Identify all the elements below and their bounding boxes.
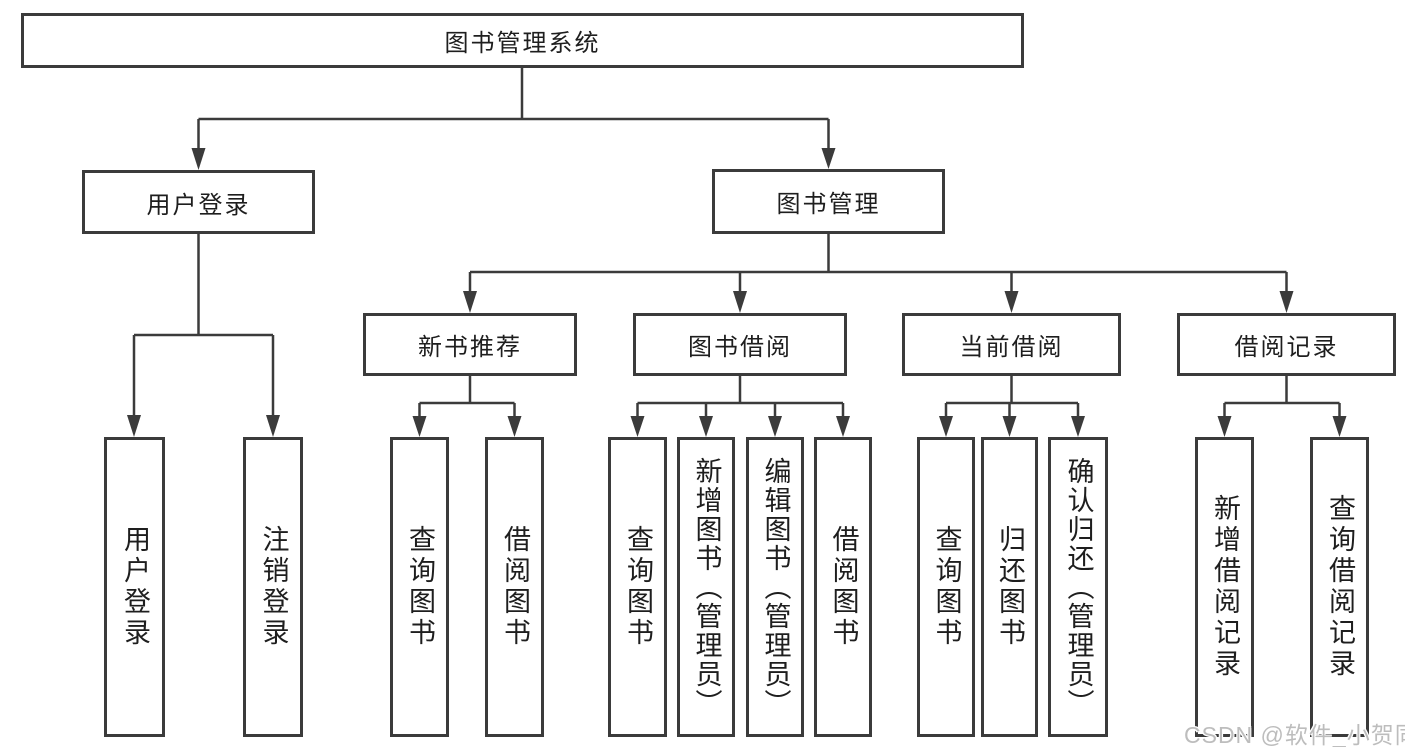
leaf-confirm-return-admin-label: 确认归还（管理员） bbox=[1063, 456, 1094, 718]
node-book-management-label: 图书管理 bbox=[776, 191, 881, 218]
leaf-logout: 注销登录 bbox=[243, 437, 303, 737]
node-current-borrowing: 当前借阅 bbox=[902, 313, 1121, 376]
leaf-query-books-current-label: 查询图书 bbox=[931, 525, 962, 649]
leaf-add-books-admin: 新增图书（管理员） bbox=[677, 437, 735, 737]
leaf-query-borrow-record-label: 查询借阅记录 bbox=[1325, 494, 1355, 680]
leaf-query-books-recommend-label: 查询图书 bbox=[405, 525, 435, 649]
node-book-management: 图书管理 bbox=[712, 169, 945, 234]
node-borrowing-records: 借阅记录 bbox=[1177, 313, 1396, 376]
leaf-edit-books-admin-label: 编辑图书（管理员） bbox=[760, 456, 791, 718]
node-book-borrowing-label: 图书借阅 bbox=[688, 334, 792, 361]
leaf-borrow-books-label: 借阅图书 bbox=[828, 525, 859, 649]
leaf-query-books-current: 查询图书 bbox=[917, 437, 975, 737]
node-book-borrowing: 图书借阅 bbox=[633, 313, 847, 376]
csdn-watermark: CSDN @软件_小贺同学 bbox=[1184, 722, 1405, 747]
leaf-query-books-borrow-label: 查询图书 bbox=[623, 525, 653, 649]
node-current-borrowing-label: 当前借阅 bbox=[959, 334, 1064, 361]
leaf-edit-books-admin: 编辑图书（管理员） bbox=[746, 437, 804, 737]
leaf-query-books-recommend: 查询图书 bbox=[390, 437, 449, 737]
node-borrowing-records-label: 借阅记录 bbox=[1234, 334, 1339, 361]
node-new-book-recommend: 新书推荐 bbox=[363, 313, 577, 376]
leaf-add-books-admin-label: 新增图书（管理员） bbox=[691, 456, 722, 718]
leaf-logout-label: 注销登录 bbox=[258, 525, 289, 649]
leaf-add-borrow-record-label: 新增借阅记录 bbox=[1210, 494, 1240, 680]
tree-edges bbox=[132, 68, 1341, 417]
node-root-system: 图书管理系统 bbox=[21, 13, 1024, 68]
leaf-return-books: 归还图书 bbox=[981, 437, 1038, 737]
leaf-user-login: 用户登录 bbox=[104, 437, 165, 737]
leaf-borrow-books-recommend-label: 借阅图书 bbox=[500, 525, 530, 649]
arrowheads bbox=[127, 148, 1347, 437]
node-root-system-label: 图书管理系统 bbox=[444, 30, 601, 57]
node-user-login-label: 用户登录 bbox=[146, 191, 251, 219]
node-user-login: 用户登录 bbox=[82, 170, 315, 234]
leaf-query-borrow-record: 查询借阅记录 bbox=[1310, 437, 1369, 737]
leaf-query-books-borrow: 查询图书 bbox=[608, 437, 667, 737]
leaf-borrow-books-recommend: 借阅图书 bbox=[485, 437, 544, 737]
leaf-return-books-label: 归还图书 bbox=[995, 525, 1025, 649]
leaf-borrow-books: 借阅图书 bbox=[814, 437, 872, 737]
node-new-book-recommend-label: 新书推荐 bbox=[418, 334, 522, 361]
leaf-add-borrow-record: 新增借阅记录 bbox=[1195, 437, 1254, 737]
leaf-confirm-return-admin: 确认归还（管理员） bbox=[1048, 437, 1108, 737]
leaf-user-login-label: 用户登录 bbox=[120, 525, 150, 649]
